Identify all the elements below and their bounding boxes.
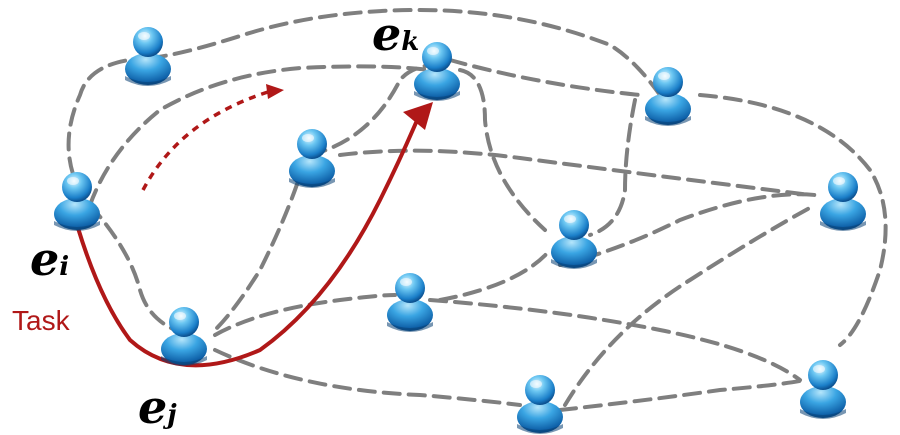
user-icon (289, 129, 335, 188)
nodes (54, 27, 866, 434)
user-icon (161, 307, 207, 366)
edge (563, 203, 817, 407)
edge (308, 63, 432, 157)
hint-path (141, 90, 269, 191)
user-icon (820, 172, 866, 231)
hint-arrowhead (266, 84, 284, 99)
task-path (76, 117, 420, 368)
label-ek: ek (372, 7, 419, 61)
user-icon (517, 375, 563, 434)
edge (698, 93, 888, 347)
edge (448, 58, 642, 97)
edge (88, 64, 432, 207)
edge (558, 378, 807, 412)
task-label: Task (12, 305, 71, 336)
edge (338, 148, 812, 197)
edge (428, 298, 802, 382)
task-arrowhead (403, 102, 433, 130)
edge (66, 56, 152, 182)
user-icon (387, 273, 433, 332)
user-icon (414, 42, 460, 101)
edge (458, 68, 547, 232)
edge (438, 248, 552, 302)
edge (88, 203, 192, 337)
edges (66, 7, 888, 412)
edge (213, 348, 522, 407)
user-icon (551, 210, 597, 269)
edge (213, 293, 397, 337)
user-icon (645, 67, 691, 126)
label-ej: ej (138, 380, 177, 434)
edge (148, 7, 662, 97)
edge (588, 98, 637, 237)
label-ei: ei (30, 232, 69, 286)
edge (213, 158, 307, 332)
user-icon (800, 360, 846, 419)
